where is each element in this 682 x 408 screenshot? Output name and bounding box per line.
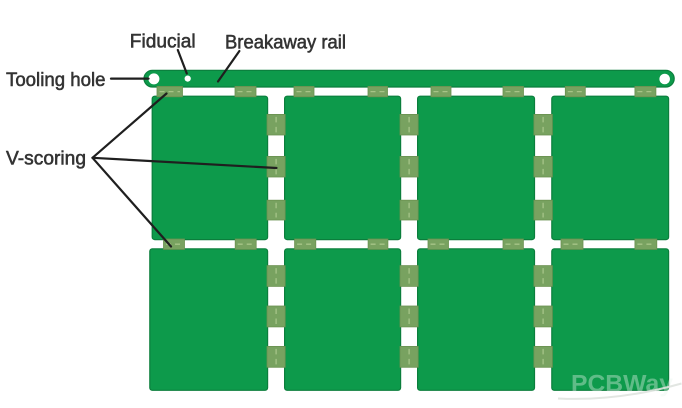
svg-text:Fiducial: Fiducial [130,31,196,53]
svg-text:V-scoring: V-scoring [6,147,86,169]
svg-text:PCBWay: PCBWay [571,371,673,398]
svg-text:Breakaway rail: Breakaway rail [225,32,346,54]
svg-text:Tooling hole: Tooling hole [6,69,106,91]
